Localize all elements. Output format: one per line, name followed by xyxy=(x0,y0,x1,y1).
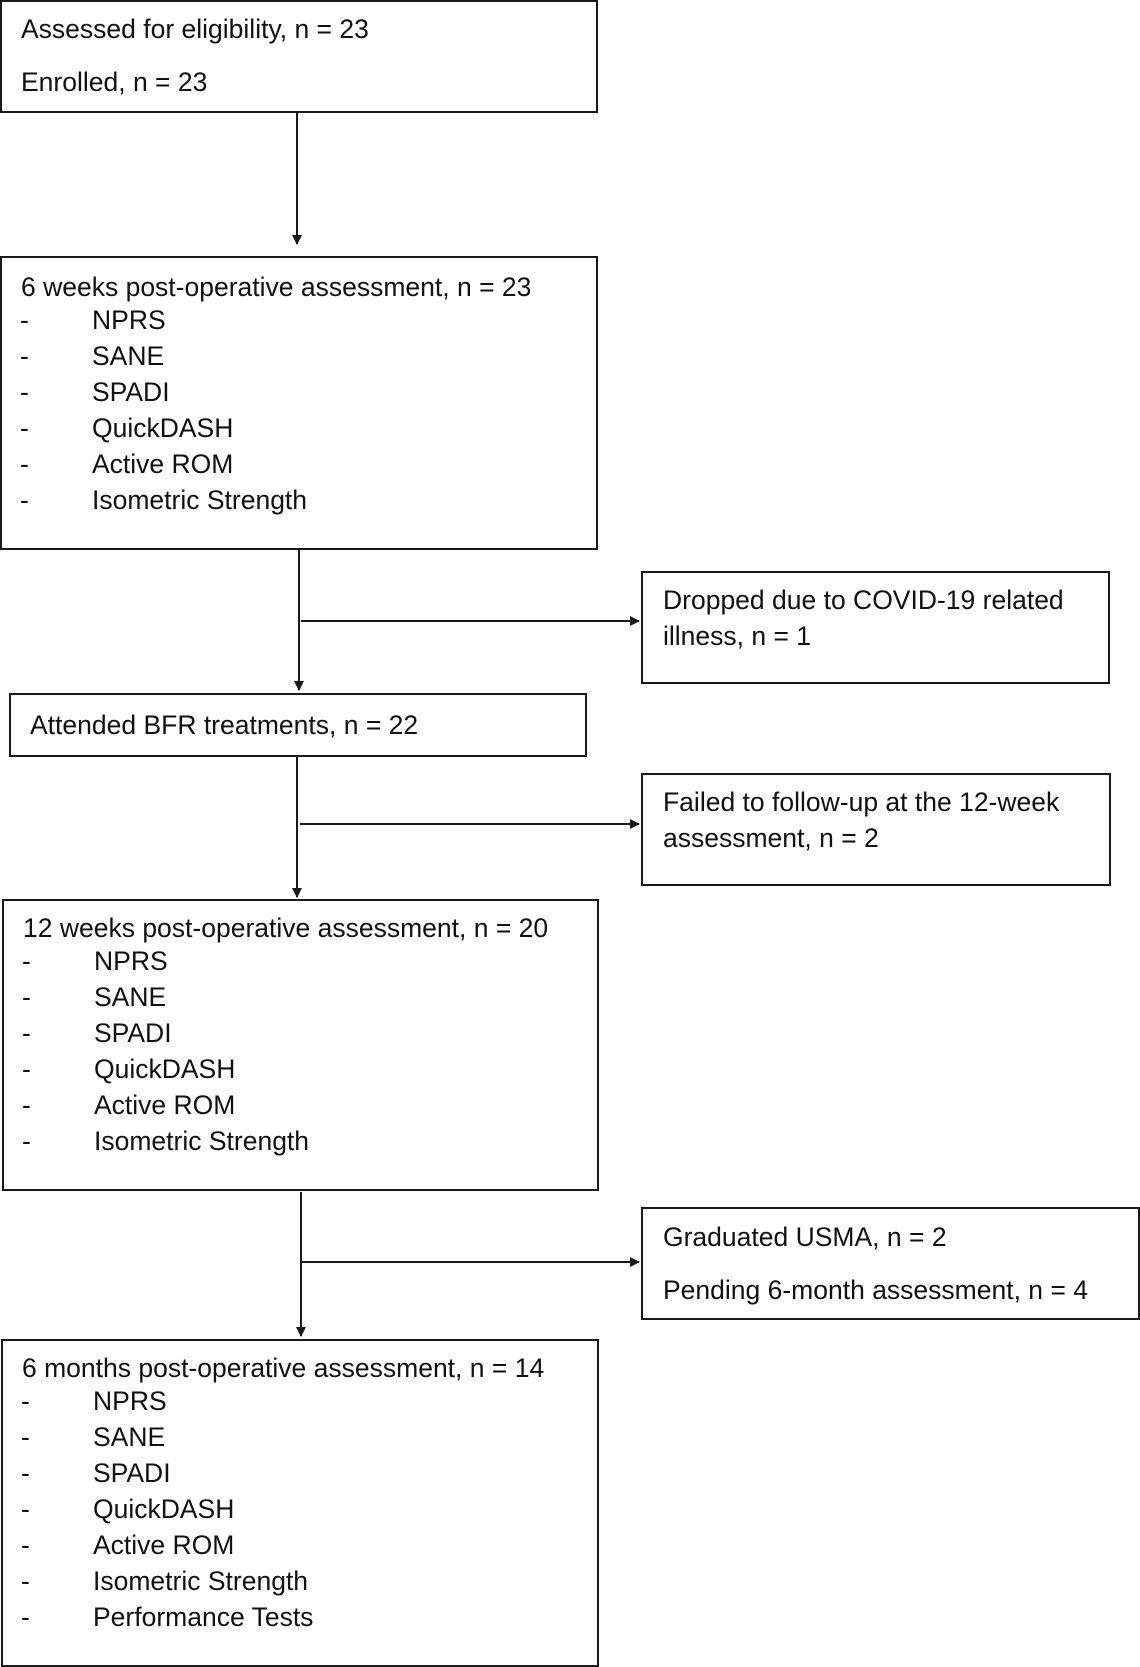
week12-item-label: SANE xyxy=(94,982,167,1012)
month6-item-label: SANE xyxy=(93,1422,166,1452)
list-dash: - xyxy=(22,1090,31,1120)
list-dash: - xyxy=(21,1422,30,1452)
list-dash: - xyxy=(21,1386,30,1416)
week6-item-label: SPADI xyxy=(92,377,170,407)
list-dash: - xyxy=(20,305,29,335)
list-dash: - xyxy=(20,377,29,407)
list-dash: - xyxy=(20,341,29,371)
dropped-covid-line2: illness, n = 1 xyxy=(663,621,812,651)
failed-followup-box: Failed to follow-up at the 12-week asses… xyxy=(641,773,1111,886)
failed-followup-line2: assessment, n = 2 xyxy=(663,823,879,853)
list-dash: - xyxy=(21,1458,30,1488)
list-dash: - xyxy=(21,1494,30,1524)
graduated-text: Graduated USMA, n = 2 xyxy=(663,1222,947,1252)
list-dash: - xyxy=(22,982,31,1012)
month6-title: 6 months post-operative assessment, n = … xyxy=(22,1353,545,1383)
failed-followup-line1: Failed to follow-up at the 12-week xyxy=(663,787,1060,817)
week6-assessment-box: 6 weeks post-operative assessment, n = 2… xyxy=(0,256,598,550)
list-dash: - xyxy=(21,1602,30,1632)
dropped-covid-box: Dropped due to COVID-19 related illness,… xyxy=(641,571,1110,684)
assessed-text: Assessed for eligibility, n = 23 xyxy=(21,14,369,44)
week12-item-label: NPRS xyxy=(94,946,168,976)
week12-item-label: QuickDASH xyxy=(94,1054,236,1084)
list-dash: - xyxy=(22,946,31,976)
week12-item-label: Isometric Strength xyxy=(94,1126,310,1156)
list-dash: - xyxy=(20,449,29,479)
week6-item-label: Isometric Strength xyxy=(92,485,308,515)
week6-item-label: Active ROM xyxy=(92,449,234,479)
list-dash: - xyxy=(22,1018,31,1048)
month6-item-label: NPRS xyxy=(93,1386,167,1416)
week6-item-label: SANE xyxy=(92,341,165,371)
list-dash: - xyxy=(21,1530,30,1560)
week6-item-label: NPRS xyxy=(92,305,166,335)
month6-item-label: Performance Tests xyxy=(93,1602,314,1632)
bfr-treatments-box: Attended BFR treatments, n = 22 xyxy=(9,693,587,757)
graduated-pending-box: Graduated USMA, n = 2 Pending 6-month as… xyxy=(641,1207,1140,1320)
month6-item-label: SPADI xyxy=(93,1458,171,1488)
week12-assessment-box: 12 weeks post-operative assessment, n = … xyxy=(2,899,599,1191)
week6-title: 6 weeks post-operative assessment, n = 2… xyxy=(21,272,532,302)
list-dash: - xyxy=(22,1126,31,1156)
enrolled-text: Enrolled, n = 23 xyxy=(21,67,208,97)
month6-item-label: Isometric Strength xyxy=(93,1566,309,1596)
list-dash: - xyxy=(20,413,29,443)
bfr-treatments-text: Attended BFR treatments, n = 22 xyxy=(30,710,419,740)
week6-item-label: QuickDASH xyxy=(92,413,234,443)
eligibility-box: Assessed for eligibility, n = 23 Enrolle… xyxy=(0,0,598,113)
list-dash: - xyxy=(20,485,29,515)
dropped-covid-line1: Dropped due to COVID-19 related xyxy=(663,585,1064,615)
week12-title: 12 weeks post-operative assessment, n = … xyxy=(23,913,549,943)
week12-item-label: Active ROM xyxy=(94,1090,236,1120)
month6-item-label: QuickDASH xyxy=(93,1494,235,1524)
list-dash: - xyxy=(22,1054,31,1084)
week12-item-label: SPADI xyxy=(94,1018,172,1048)
month6-assessment-box: 6 months post-operative assessment, n = … xyxy=(1,1339,599,1667)
pending-text: Pending 6-month assessment, n = 4 xyxy=(663,1275,1088,1305)
month6-item-label: Active ROM xyxy=(93,1530,235,1560)
list-dash: - xyxy=(21,1566,30,1596)
